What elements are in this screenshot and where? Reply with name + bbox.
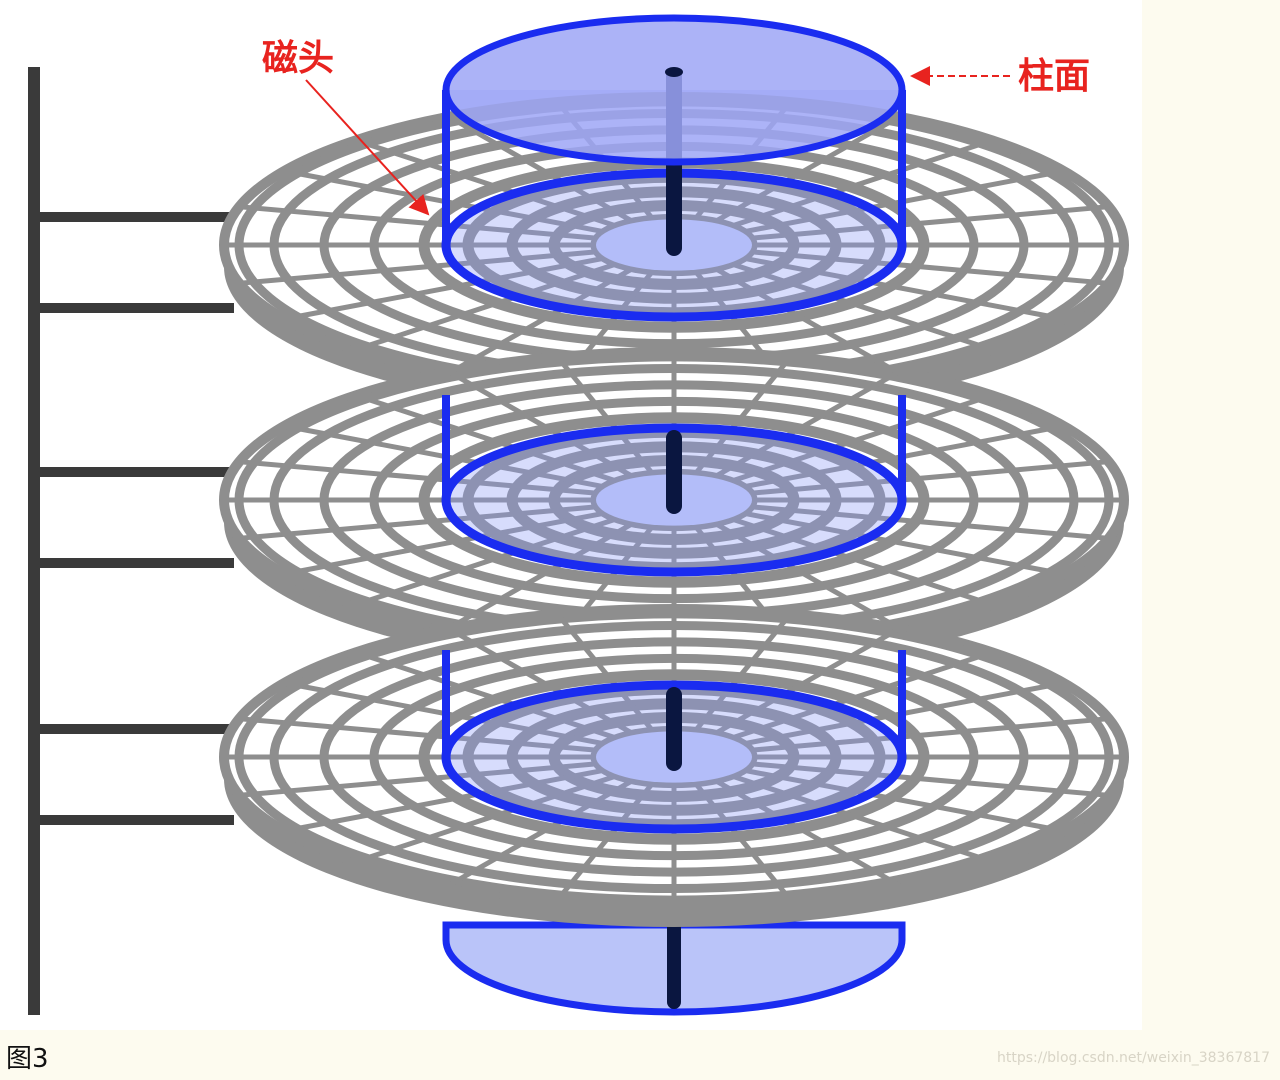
sector-line xyxy=(728,515,993,608)
cylinder-label: 柱面 xyxy=(1018,55,1090,97)
sector-line xyxy=(692,780,793,902)
head-label: 磁头 xyxy=(262,37,334,79)
sector-line xyxy=(749,204,1109,241)
sector-line xyxy=(711,626,901,737)
watermark: https://blog.csdn.net/weixin_38367817 xyxy=(996,1050,1270,1066)
head-arm-lower xyxy=(34,815,234,825)
sector-line xyxy=(355,515,620,608)
sector-line xyxy=(447,265,637,376)
spindle-top xyxy=(665,67,683,77)
sector-line xyxy=(283,510,607,577)
sector-line xyxy=(711,265,901,376)
sector-line xyxy=(447,626,637,737)
cylinder-top-cap xyxy=(442,14,906,166)
figure-panel: 磁头 柱面 xyxy=(0,0,1142,1030)
sector-line xyxy=(355,137,620,230)
arm-post xyxy=(28,67,40,1015)
sector-line xyxy=(692,355,793,477)
sector-line xyxy=(749,504,1109,541)
sector-line xyxy=(728,649,993,742)
disk-structure-diagram: 磁头 柱面 xyxy=(28,14,1129,1016)
figure-caption: 图3 xyxy=(6,1044,49,1074)
sector-line xyxy=(555,780,656,902)
sector-line xyxy=(749,716,1109,753)
sector-line xyxy=(283,255,607,322)
sector-line xyxy=(447,520,637,631)
sector-line xyxy=(555,355,656,477)
sector-line xyxy=(728,392,993,485)
sector-line xyxy=(283,767,607,834)
annotations: 磁头 柱面 xyxy=(262,37,1090,216)
sector-line xyxy=(741,767,1065,834)
platter xyxy=(219,347,1129,670)
sector-line xyxy=(692,612,793,734)
sector-line xyxy=(728,772,993,865)
cylinder-top xyxy=(442,14,906,166)
sector-line xyxy=(711,777,901,888)
platter xyxy=(219,604,1129,927)
sector-line xyxy=(447,369,637,480)
sector-line xyxy=(355,392,620,485)
sector-line xyxy=(239,504,599,541)
sector-line xyxy=(711,114,901,225)
sector-line xyxy=(239,761,599,798)
sector-line xyxy=(447,777,637,888)
sector-line xyxy=(749,459,1109,496)
spindle-bottom xyxy=(667,905,681,1009)
sector-line xyxy=(728,137,993,230)
bottom-cylinder-cap xyxy=(442,905,906,1016)
sector-line xyxy=(239,459,599,496)
sector-line xyxy=(555,612,656,734)
sector-line xyxy=(239,249,599,286)
spindle xyxy=(666,430,682,514)
sector-line xyxy=(239,204,599,241)
head-arm-lower xyxy=(34,558,234,568)
sector-line xyxy=(741,255,1065,322)
sector-line xyxy=(711,520,901,631)
sector-line xyxy=(355,649,620,742)
head-arrow xyxy=(305,79,430,216)
spindle xyxy=(666,687,682,771)
sector-line xyxy=(741,510,1065,577)
sector-line xyxy=(355,260,620,353)
sector-line xyxy=(355,772,620,865)
sector-line xyxy=(239,716,599,753)
sector-line xyxy=(728,260,993,353)
platter-stack xyxy=(219,68,1129,927)
sector-line xyxy=(711,369,901,480)
head-arm-lower xyxy=(34,303,234,313)
sector-line xyxy=(749,249,1109,286)
sector-line xyxy=(749,761,1109,798)
sector-line xyxy=(447,114,637,225)
